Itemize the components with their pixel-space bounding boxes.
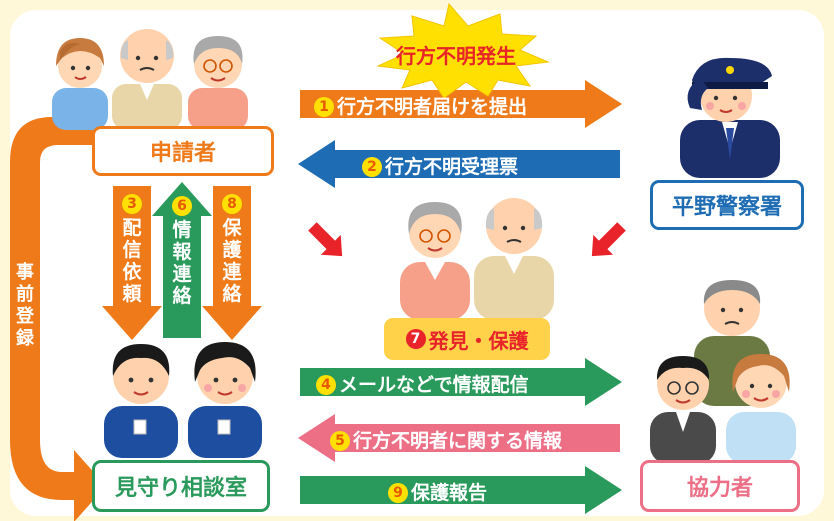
red-arrow-left: [308, 222, 343, 257]
consult-room-box: 見守り相談室: [92, 460, 270, 512]
flow-num-4: 4: [316, 375, 336, 395]
flow-num-9: 9: [388, 483, 408, 503]
flow-4-arrow: [300, 358, 622, 406]
flow-8-arrow: [202, 186, 262, 340]
flow-5-arrow: [298, 414, 620, 462]
flow-6-label: 6 情報連絡: [170, 196, 194, 307]
found-label: 発見・保護: [428, 328, 529, 353]
flow-1-arrow: [300, 80, 622, 128]
flow-3-text: 配信依頼: [122, 217, 142, 305]
flow-3-arrow: [102, 186, 162, 340]
burst-label: 行方不明発生: [396, 44, 516, 68]
flow-9-arrow: [300, 466, 622, 514]
flow-8-text: 保護連絡: [222, 217, 242, 305]
flow-8-label: 8 保護連絡: [220, 194, 244, 305]
burst-shape: [376, 2, 550, 99]
flow-2-arrow: [298, 140, 620, 188]
pre-registration-arrow-fill: [10, 117, 106, 521]
applicant-box: 申請者: [92, 126, 274, 176]
staff-illustration: [104, 342, 262, 458]
elderly-couple-illustration: [400, 198, 554, 320]
pre-registration-label: 事前登録: [16, 262, 34, 349]
family-illustration: [52, 29, 248, 130]
cooperator-box: 協力者: [640, 460, 800, 512]
red-arrow-right: [591, 222, 626, 257]
flow-num-5: 5: [330, 431, 350, 451]
found-box: 7 発見・保護: [384, 318, 550, 360]
flow-num-2: 2: [362, 157, 382, 177]
flow-num-8: 8: [222, 194, 242, 214]
flow-num-1: 1: [314, 97, 334, 117]
police-box: 平野警察署: [650, 180, 804, 230]
flow-num-3: 3: [122, 194, 142, 214]
flow-6-arrow: [152, 182, 212, 338]
flow-num-7: 7: [405, 329, 426, 349]
police-officer-illustration: [680, 57, 780, 178]
flow-6-text: 情報連絡: [172, 219, 192, 307]
flow-num-6: 6: [172, 196, 192, 216]
cooperators-illustration: [650, 280, 796, 464]
flow-3-label: 3 配信依頼: [120, 194, 144, 305]
